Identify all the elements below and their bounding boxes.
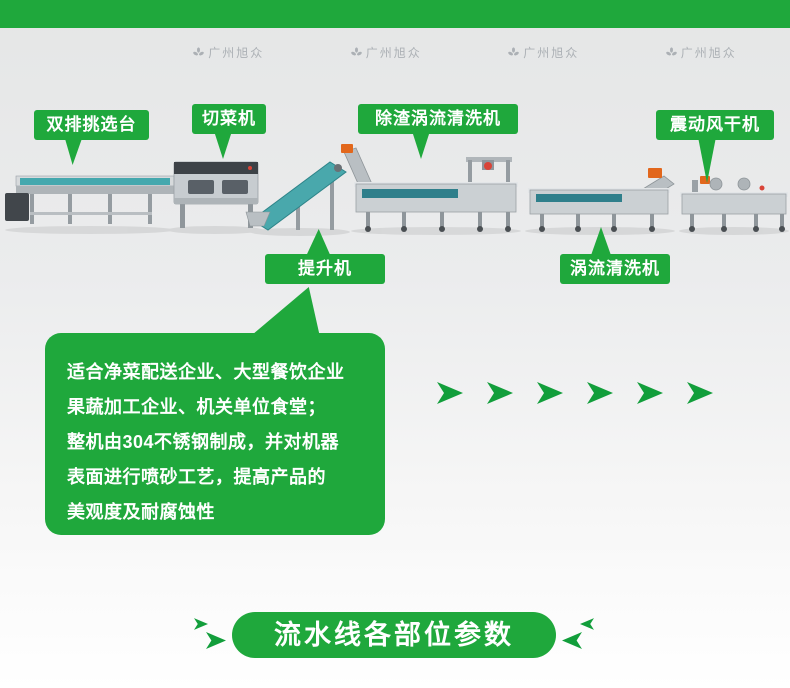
- flow-arrow-icon: [687, 382, 713, 404]
- brand-watermark-text: 广州旭众: [208, 46, 265, 60]
- machine-elevator: [245, 161, 347, 231]
- description-line: 整机由304不锈钢制成，并对机器: [67, 432, 340, 452]
- machine-deslag-vortex-washer: [341, 144, 518, 232]
- banner-darts-right: [558, 616, 594, 656]
- banner-darts-left: [194, 616, 230, 656]
- machine-shadows: [5, 226, 789, 236]
- brand-watermark: 广州旭众: [665, 44, 737, 61]
- brand-logo-icon: [665, 47, 677, 56]
- label-air-dryer: 震动风干机: [656, 110, 774, 140]
- machine-selection-table: [5, 175, 175, 224]
- label-elevator: 提升机: [265, 254, 385, 284]
- brand-watermark: 广州旭众: [193, 44, 264, 61]
- flow-arrow-icon: [587, 382, 613, 404]
- description-bubble: 适合净菜配送企业、大型餐饮企业 果蔬加工企业、机关单位食堂； 整机由304不锈钢…: [45, 333, 385, 535]
- banner-dart-icon: [562, 632, 582, 649]
- flow-arrow-icon: [637, 382, 663, 404]
- brand-watermark: 广州旭众: [508, 44, 579, 61]
- flow-arrow-icon: [537, 382, 563, 404]
- flow-arrow-icon: [487, 382, 513, 404]
- label-deslag-vortex-washer: 除渣涡流清洗机: [358, 104, 518, 134]
- description-line: 表面进行喷砂工艺，提高产品的: [67, 467, 326, 487]
- brand-logo-icon: [508, 47, 520, 56]
- brand-watermark: 广州旭众: [350, 44, 422, 61]
- flow-arrow-row: [437, 382, 713, 404]
- label-cutter: 切菜机: [192, 104, 266, 134]
- brand-watermark-text: 广州旭众: [365, 46, 422, 60]
- banner-dart-icon: [580, 618, 594, 630]
- banner-dart-icon: [194, 618, 208, 630]
- flow-arrow-icon: [437, 382, 463, 404]
- watermark-row: 广州旭众 广州旭众 广州旭众 广州旭众: [150, 44, 780, 61]
- brand-watermark-text: 广州旭众: [680, 46, 737, 60]
- machine-vortex-washer: [528, 168, 675, 232]
- description-line: 果蔬加工企业、机关单位食堂；: [67, 397, 326, 417]
- top-green-bar: [0, 0, 790, 28]
- description-bubble-pointer: [249, 287, 320, 337]
- description-line: 美观度及耐腐蚀性: [67, 502, 215, 522]
- label-vortex-washer: 涡流清洗机: [560, 254, 670, 284]
- brand-logo-icon: [350, 47, 362, 56]
- brand-logo-icon: [193, 47, 205, 56]
- label-selection-table: 双排挑选台: [34, 110, 149, 140]
- description-line: 适合净菜配送企业、大型餐饮企业: [67, 362, 345, 382]
- banner-dart-icon: [206, 632, 226, 649]
- production-line-illustration: [5, 144, 789, 236]
- machine-air-dryer: [680, 176, 788, 232]
- brand-watermark-text: 广州旭众: [523, 46, 580, 60]
- machine-cutter: [173, 161, 259, 228]
- section-banner-title: 流水线各部位参数: [232, 612, 556, 658]
